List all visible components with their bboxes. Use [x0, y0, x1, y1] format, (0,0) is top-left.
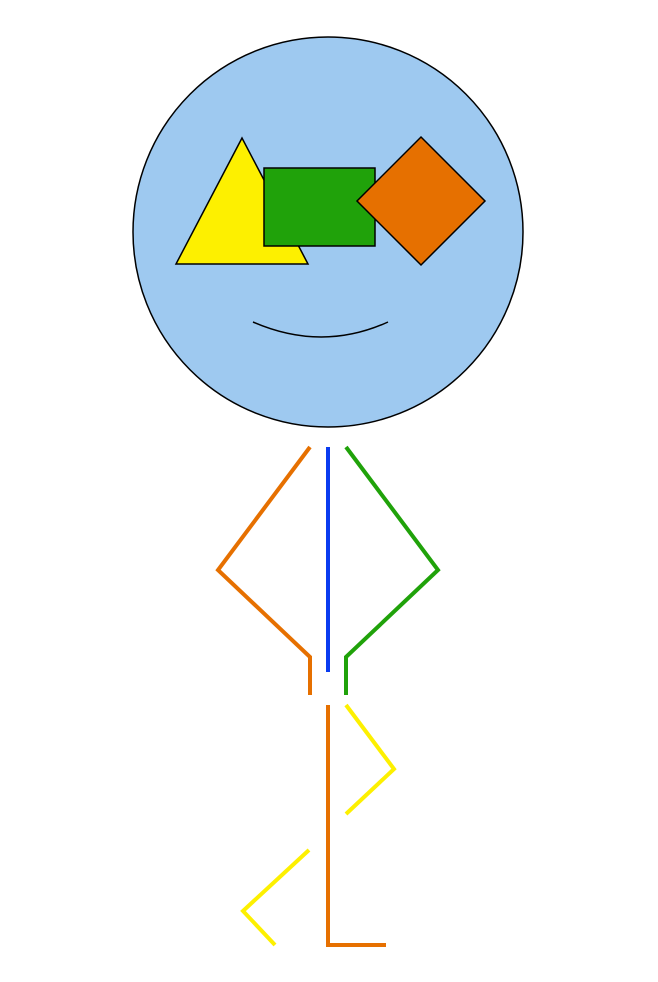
- standing-leg-line: [326, 705, 386, 947]
- lower-bent-leg-line: [240, 848, 311, 947]
- rectangle-shape: [263, 167, 376, 247]
- diamond-shape: [355, 135, 487, 267]
- left-arm-line: [215, 445, 312, 695]
- body-group: [215, 445, 441, 947]
- head-group: [132, 36, 524, 428]
- right-arm-line: [344, 445, 441, 695]
- upper-bent-leg-line: [344, 703, 397, 816]
- smile-curve: [252, 321, 389, 338]
